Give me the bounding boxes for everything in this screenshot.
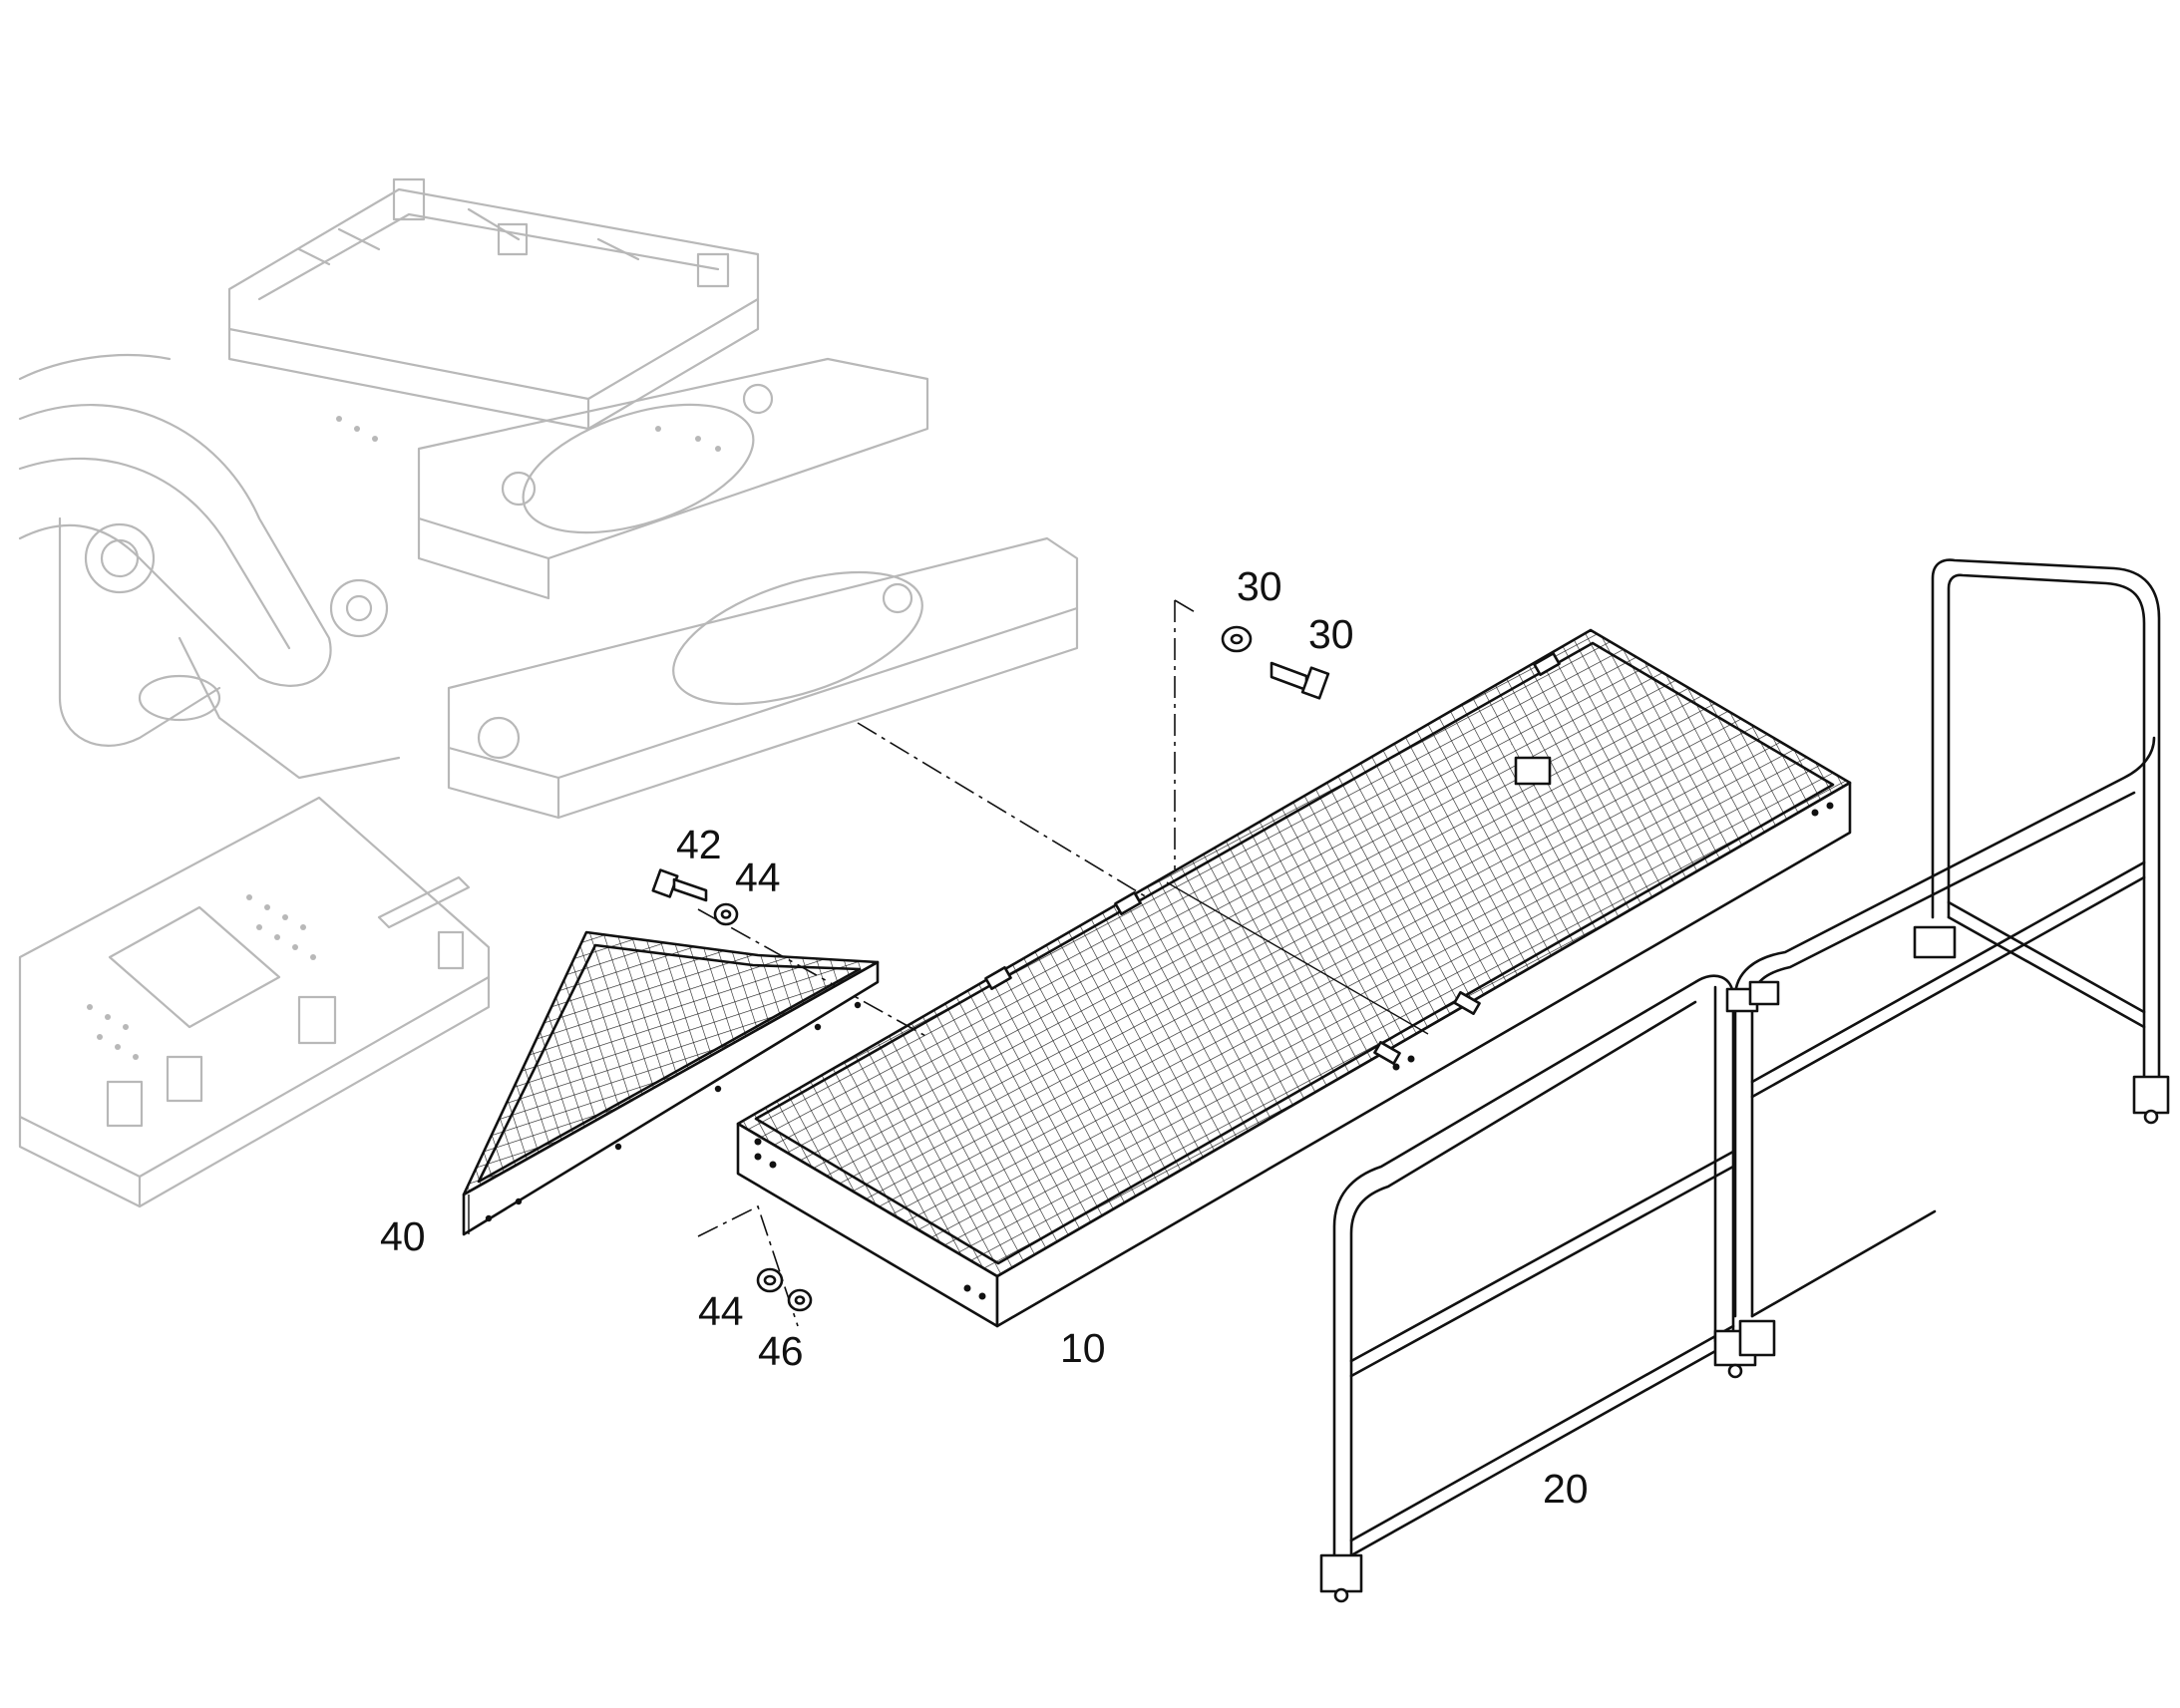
- machine-chassis-background: [18, 177, 1079, 1208]
- walkway-platform-part-10: [736, 628, 1852, 1328]
- callout-44-upper: 44: [735, 854, 781, 900]
- callout-20: 20: [1543, 1466, 1589, 1512]
- bolt-part-42: [651, 868, 708, 902]
- callout-40: 40: [380, 1213, 426, 1259]
- washer-part-30: [1221, 625, 1253, 653]
- callout-42: 42: [676, 822, 722, 867]
- washer-part-44-upper: [713, 902, 739, 926]
- callout-46: 46: [758, 1328, 804, 1374]
- handrail-assembly-part-20: [1319, 558, 2170, 1603]
- washer-part-44-lower: [756, 1267, 784, 1293]
- callout-30-bolt: 30: [1308, 611, 1354, 657]
- callout-44-lower: 44: [698, 1288, 744, 1334]
- callout-30-washer: 30: [1237, 563, 1282, 609]
- nut-part-46: [787, 1288, 813, 1312]
- extension-grating-part-40: [462, 930, 880, 1236]
- callout-10: 10: [1060, 1325, 1106, 1371]
- bolt-part-30: [1270, 661, 1330, 700]
